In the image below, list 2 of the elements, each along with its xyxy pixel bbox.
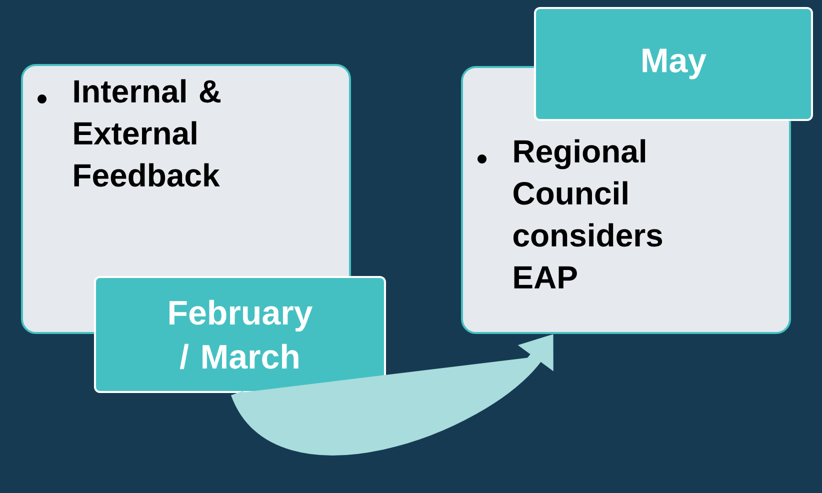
date-tab: May <box>534 7 813 121</box>
date-tab: February / March <box>94 276 386 393</box>
